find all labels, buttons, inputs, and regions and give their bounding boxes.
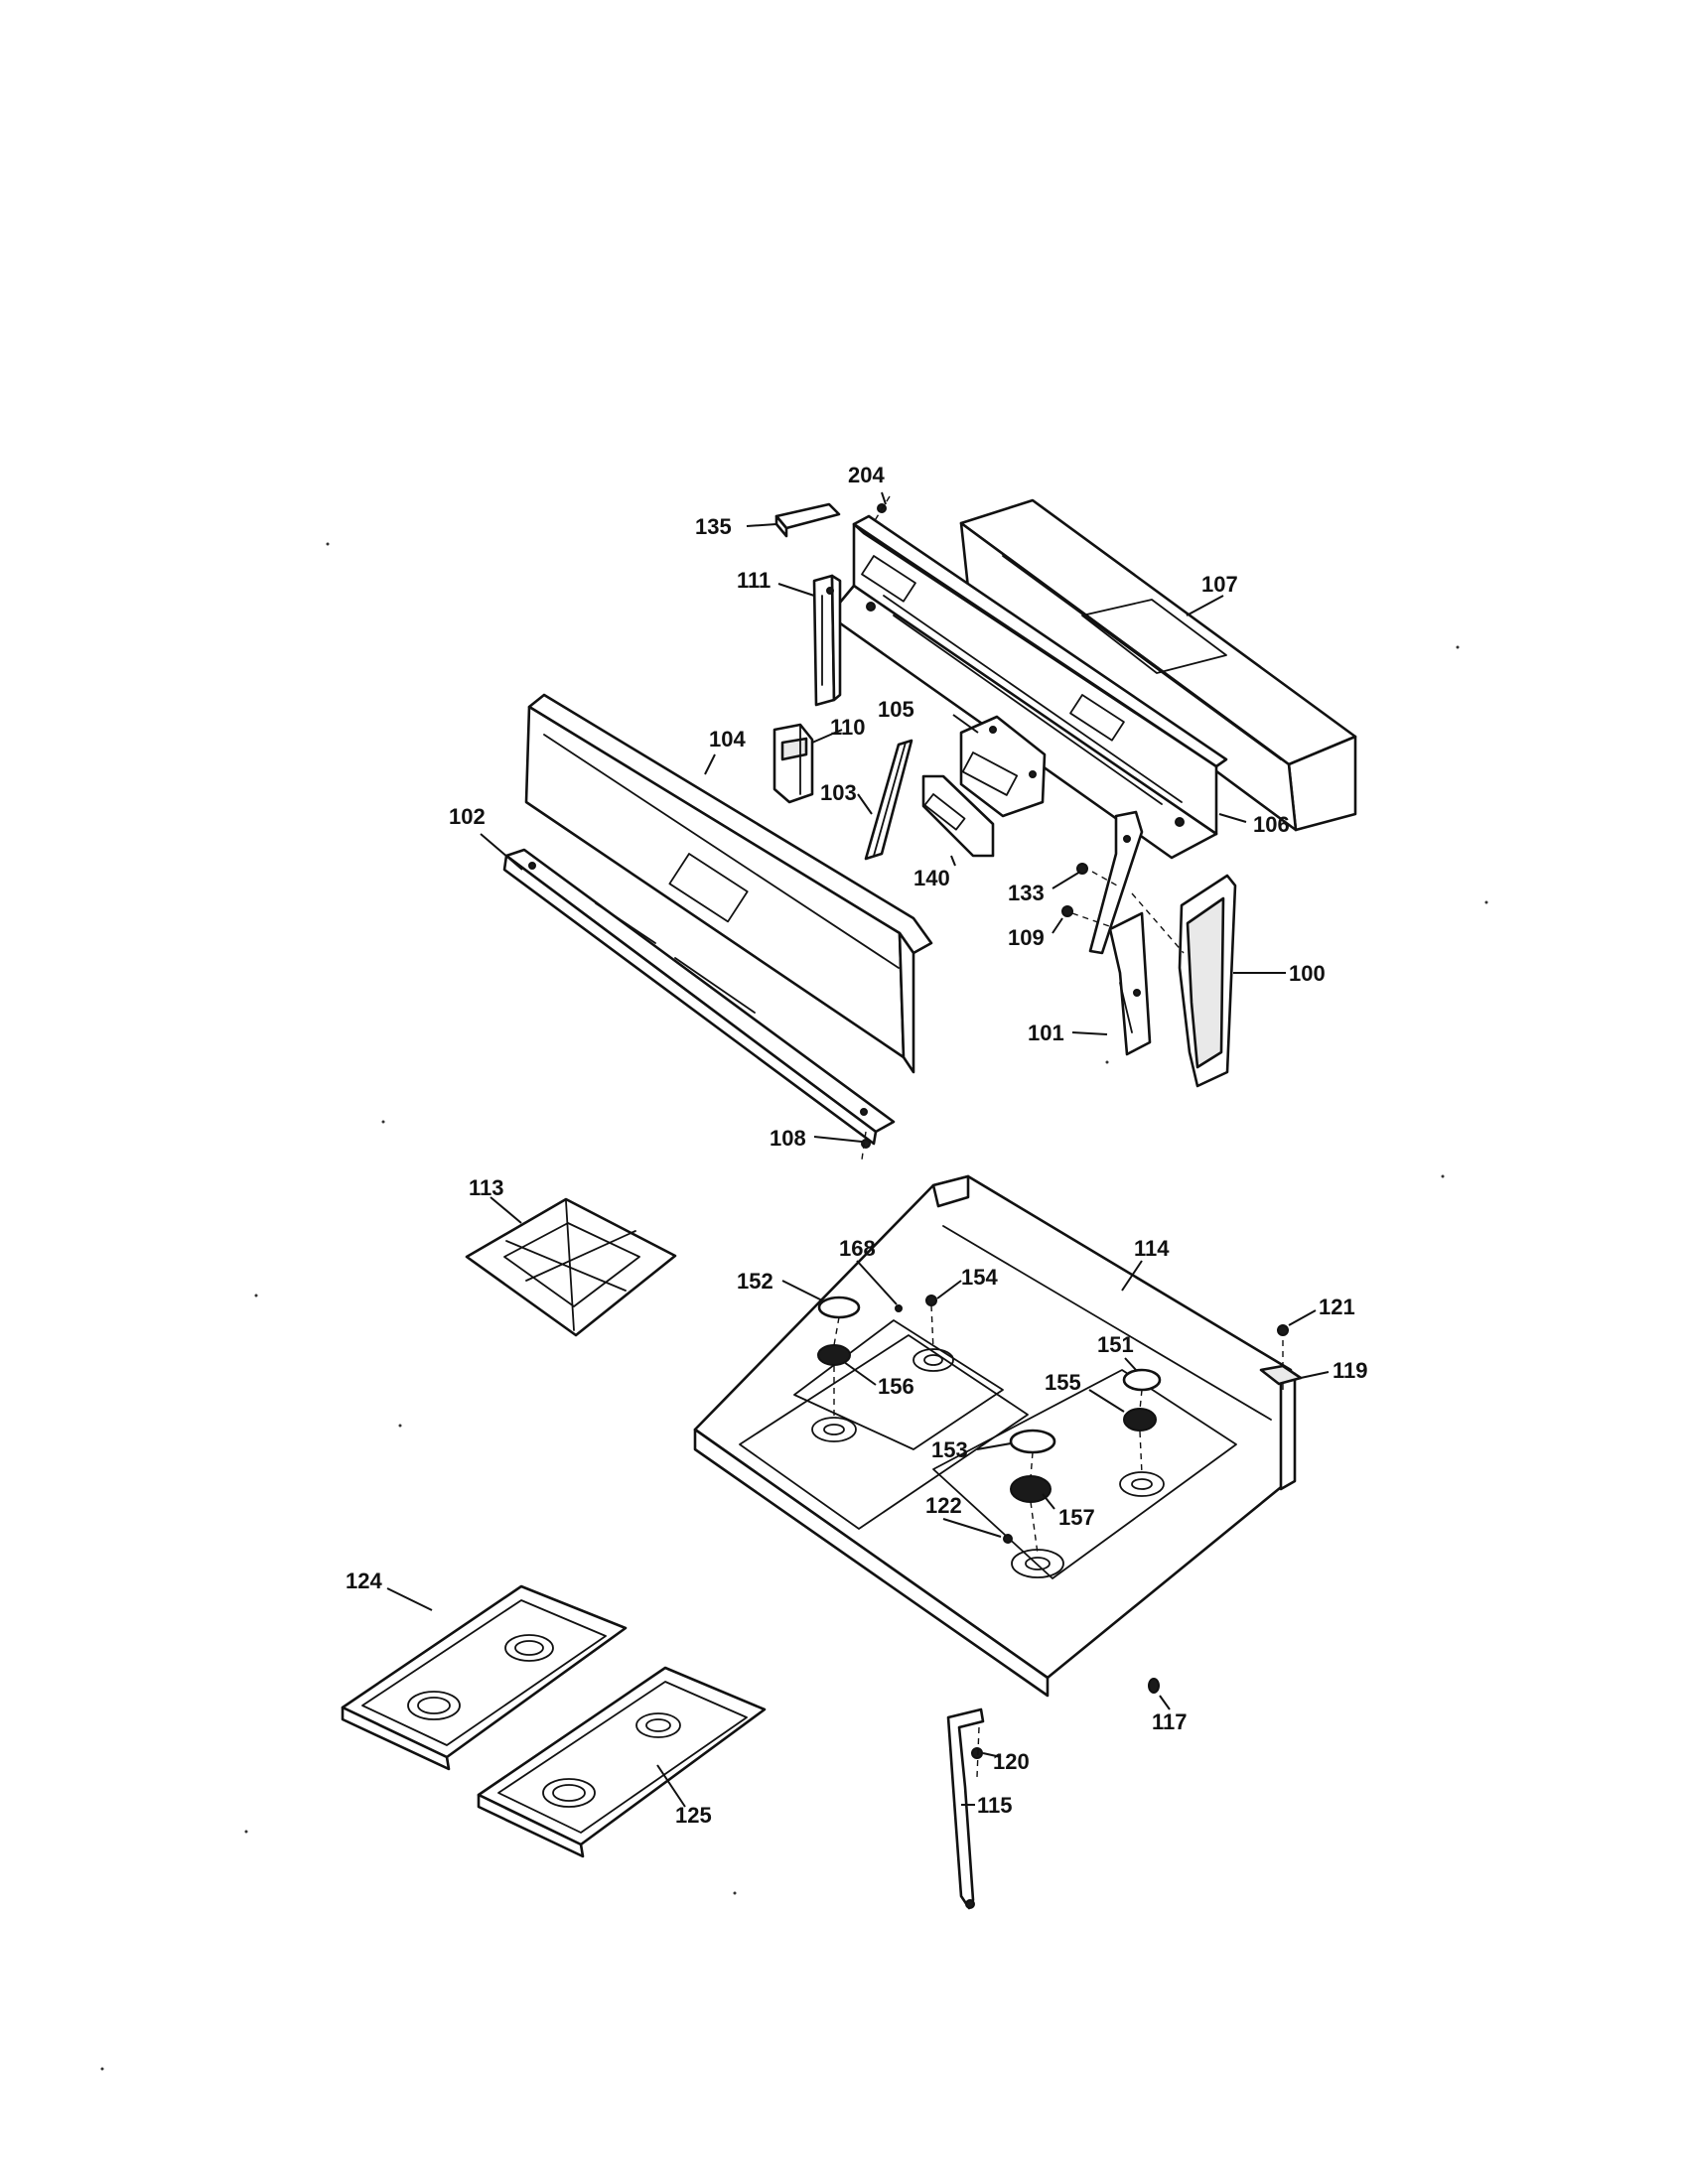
callout-154: 154 [961,1265,998,1290]
part-135-bracket [774,502,841,538]
scan-specks [100,542,1488,2071]
part-111-side-bracket [812,574,842,707]
part-106-rear-panel [827,514,1228,860]
callout-113: 113 [469,1175,504,1200]
callout-101: 101 [1028,1021,1064,1045]
part-168-electrode [895,1304,903,1312]
callout-155: 155 [1045,1370,1081,1395]
callout-107: 107 [1201,572,1238,597]
part-154-electrode [925,1295,937,1306]
callout-204: 204 [848,463,885,487]
callout-labels: 204 135 111 107 110 105 104 103 106 102 … [346,463,1368,1828]
callout-106: 106 [1253,812,1290,837]
callout-100: 100 [1289,961,1326,986]
callout-108: 108 [770,1126,806,1151]
callout-152: 152 [737,1269,773,1294]
leader-lines [386,491,1330,1808]
callout-103: 103 [820,780,857,805]
part-120-fastener [971,1747,983,1759]
part-117-fastener [1148,1678,1160,1694]
callout-102: 102 [449,804,486,829]
callout-104: 104 [709,727,746,751]
part-114-cooktop [693,1174,1297,1698]
callout-168: 168 [839,1236,876,1261]
assembly-lines-upper [861,495,1185,1160]
callout-120: 120 [993,1749,1030,1774]
callout-124: 124 [346,1569,382,1593]
part-151-burner-cap [1122,1368,1162,1392]
burner-heads-and-caps [817,1295,1162,1544]
part-156-burner-head [817,1344,851,1366]
part-104-control-panel [524,693,933,1074]
callout-122: 122 [925,1493,962,1518]
callout-125: 125 [675,1803,712,1828]
part-155-burner-head [1123,1408,1157,1432]
callout-140: 140 [913,866,950,890]
callout-109: 109 [1008,925,1045,950]
part-140-overlay [921,774,995,858]
callout-111: 111 [737,568,771,593]
callout-114: 114 [1134,1236,1170,1261]
callout-117: 117 [1152,1709,1188,1734]
part-115-lever [946,1678,1160,1910]
callout-157: 157 [1058,1505,1095,1530]
part-103-rod [864,739,913,861]
part-122-electrode [1003,1534,1013,1544]
part-110-switch [772,723,814,804]
part-124-burner-tray [341,1584,628,1771]
part-101-side-bracket [1088,810,1152,1056]
callout-135: 135 [695,514,732,539]
callout-153: 153 [931,1437,968,1462]
part-100-end-cap [1178,874,1237,1088]
callout-121: 121 [1319,1295,1355,1319]
part-105-clock-timer [959,715,1047,818]
callout-156: 156 [878,1374,914,1399]
callout-133: 133 [1008,881,1045,905]
callout-119: 119 [1333,1358,1368,1383]
callout-151: 151 [1097,1332,1134,1357]
part-152-burner-cap [817,1296,861,1319]
callout-110: 110 [830,715,866,740]
part-113-grate [465,1197,677,1337]
part-102-trim-strip [502,848,896,1146]
part-153-burner-cap [1009,1429,1056,1454]
callout-105: 105 [878,697,914,722]
callout-115: 115 [977,1793,1013,1818]
part-125-burner-tray [477,1666,767,1858]
